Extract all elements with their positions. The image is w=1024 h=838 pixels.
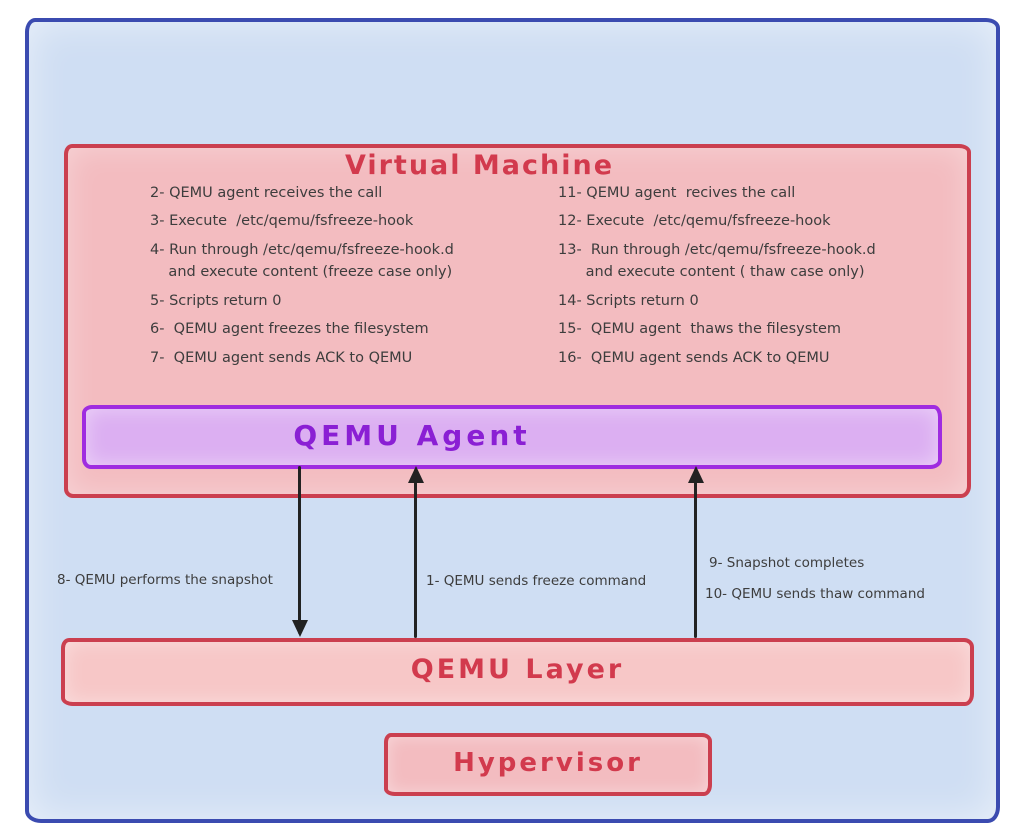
thaw-steps-list: 11- QEMU agent recives the call 12- Exec… <box>558 182 968 375</box>
freeze-arrow-line <box>414 469 417 638</box>
qemu-agent-box: QEMU Agent <box>82 405 942 469</box>
step-7: 7- QEMU agent sends ACK to QEMU <box>150 349 413 366</box>
step-12: 12- Execute /etc/qemu/fsfreeze-hook <box>558 213 831 230</box>
qemu-layer-box: QEMU Layer <box>61 638 974 706</box>
thaw-arrow-line <box>694 469 697 638</box>
step-11: 11- QEMU agent recives the call <box>558 185 796 201</box>
snapshot-arrow-head-icon <box>292 620 308 637</box>
freeze-steps-list: 2- QEMU agent receives the call 3- Execu… <box>150 182 540 375</box>
thaw-arrow-head-icon <box>688 466 704 483</box>
hypervisor-box: Hypervisor <box>384 733 712 796</box>
snapshot-arrow-label: 8- QEMU performs the snapshot <box>57 572 273 588</box>
freeze-arrow-head-icon <box>408 466 424 483</box>
virtual-machine-title: Virtual Machine <box>344 150 615 181</box>
qemu-agent-label: QEMU Agent <box>293 419 531 452</box>
snapshot-arrow-line <box>298 466 301 634</box>
step-16: 16- QEMU agent sends ACK to QEMU <box>558 349 830 366</box>
diagram-canvas: Virtual Machine 2- QEMU agent receives t… <box>25 18 1000 823</box>
step-4: 4- Run through /etc/qemu/fsfreeze-hook.d… <box>150 241 454 281</box>
thaw-arrow-label: 10- QEMU sends thaw command <box>705 586 925 602</box>
hypervisor-label: Hypervisor <box>453 748 643 778</box>
step-6: 6- QEMU agent freezes the filesystem <box>150 321 429 338</box>
step-3: 3- Execute /etc/qemu/fsfreeze-hook <box>150 213 414 230</box>
step-2: 2- QEMU agent receives the call <box>150 185 383 201</box>
step-13: 13- Run through /etc/qemu/fsfreeze-hook.… <box>558 241 876 281</box>
qemu-layer-label: QEMU Layer <box>410 654 625 685</box>
step-15: 15- QEMU agent thaws the filesystem <box>558 321 842 338</box>
freeze-arrow-label: 1- QEMU sends freeze command <box>426 573 647 589</box>
step-14: 14- Scripts return 0 <box>558 292 699 309</box>
snapshot-completes-label: 9- Snapshot completes <box>709 555 865 571</box>
step-5: 5- Scripts return 0 <box>150 292 282 309</box>
